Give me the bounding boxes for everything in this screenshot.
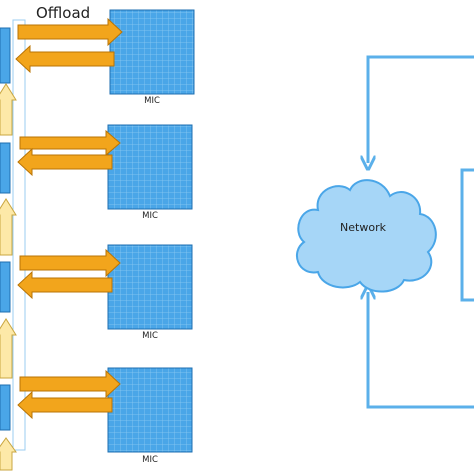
offload-arrow-right	[17, 17, 123, 47]
mic-group: MIC	[17, 124, 193, 221]
host-column	[0, 19, 26, 471]
host-block	[0, 27, 11, 84]
mic-group: MIC	[15, 9, 195, 106]
offload-arrow-left	[17, 270, 113, 300]
network-label: Network	[340, 221, 387, 234]
mic-card	[107, 367, 193, 453]
mic-card	[109, 9, 195, 95]
host-up-arrow	[0, 198, 17, 256]
offload-arrow-right	[19, 248, 121, 278]
host-block	[0, 261, 11, 313]
mic-group: MIC	[17, 367, 193, 465]
loop-top-line	[368, 55, 474, 163]
offload-arrow-left	[15, 44, 115, 74]
host-up-arrow	[0, 318, 17, 379]
mic-card	[107, 244, 193, 330]
mic-card	[107, 124, 193, 210]
network-cloud: Network	[296, 179, 437, 293]
offload-arrow-right	[19, 369, 121, 399]
right-panel-edge	[460, 168, 474, 302]
mic-group: MIC	[17, 244, 193, 341]
offload-arrow-right	[19, 129, 121, 157]
mic-label: MIC	[142, 455, 158, 465]
cloud-shape	[296, 179, 437, 293]
mic-label: MIC	[142, 331, 158, 341]
host-up-arrow	[0, 83, 17, 136]
network-loop	[368, 55, 474, 409]
mic-label: MIC	[144, 96, 160, 106]
host-up-arrow	[0, 437, 17, 471]
offload-title: Offload	[36, 4, 90, 22]
mic-label: MIC	[142, 211, 158, 221]
loop-bottom-line	[368, 292, 474, 409]
host-block	[0, 142, 11, 194]
host-frame	[12, 19, 26, 451]
offload-arrow-left	[17, 147, 113, 177]
offload-arrow-left	[17, 390, 113, 420]
host-block	[0, 384, 11, 431]
